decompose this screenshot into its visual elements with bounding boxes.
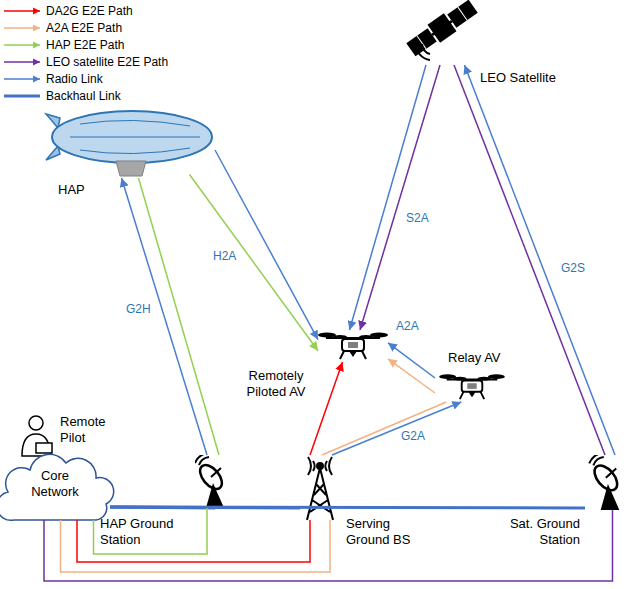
link-label: A2A (395, 320, 420, 334)
tower-icon (307, 457, 333, 520)
node-label: Core Network (20, 468, 90, 499)
node-label: Serving Ground BS (346, 516, 421, 547)
drone-node: Remotely Piloted AV (318, 330, 388, 362)
legend-sample (4, 21, 44, 35)
pilot-icon (22, 416, 52, 456)
drone-icon (318, 333, 388, 360)
node-label: Remote Pilot (60, 414, 108, 445)
legend-sample (4, 55, 44, 69)
drone-node: Relay AV (435, 372, 510, 402)
drone-icon (439, 374, 505, 399)
legend-text: LEO satellite E2E Path (46, 55, 168, 69)
legend-text: HAP E2E Path (46, 38, 125, 52)
radio-link (215, 150, 318, 340)
legend-text: Backhaul Link (46, 89, 121, 103)
legend-entry: Backhaul Link (4, 89, 204, 103)
legend-sample (4, 72, 44, 86)
backhaul-link (110, 507, 585, 508)
dish-icon (589, 453, 621, 510)
a2a-path (61, 520, 331, 572)
node-label: Relay AV (448, 350, 518, 366)
node-label: LEO Satellite (480, 70, 570, 86)
node-label: HAP (58, 182, 98, 198)
legend-entry: A2A E2E Path (4, 21, 204, 35)
hap-path (190, 175, 319, 351)
radio-link (122, 178, 208, 455)
leo-path (454, 65, 605, 455)
link-label: S2A (405, 212, 430, 226)
node-label: HAP Ground Station (100, 516, 182, 547)
da2g-path (77, 520, 310, 562)
legend-sample (4, 38, 44, 52)
radio-link (350, 65, 427, 330)
da2g-path (310, 362, 343, 455)
legend-entry: Radio Link (4, 72, 204, 86)
link-label: H2A (212, 250, 237, 264)
link-label: G2A (400, 430, 426, 444)
legend-entry: LEO satellite E2E Path (4, 55, 204, 69)
base-station-node: Serving Ground BS (300, 455, 340, 520)
legend-entry: DA2G E2E Path (4, 4, 204, 18)
link-label: G2S (560, 262, 586, 276)
radio-link (332, 402, 461, 455)
leo-path (44, 510, 613, 581)
link-label: G2H (125, 303, 152, 317)
leo-path (360, 65, 440, 330)
legend-text: A2A E2E Path (46, 21, 122, 35)
legend-entry: HAP E2E Path (4, 38, 204, 52)
pilot-node: Remote Pilot (20, 413, 56, 455)
ground-station-node: Sat. Ground Station (585, 455, 635, 510)
legend-sample (4, 4, 44, 18)
node-label: Sat. Ground Station (496, 516, 580, 547)
a2a-path (322, 402, 446, 455)
hap-node: HAP (45, 108, 215, 178)
cloud-node: Core Network (0, 455, 110, 520)
dish-icon (195, 453, 226, 508)
ground-station-node: HAP Ground Station (195, 455, 235, 508)
cloud-shape (0, 454, 114, 520)
legend-sample (4, 89, 44, 103)
legend-text: DA2G E2E Path (46, 4, 133, 18)
hap-path (94, 508, 208, 554)
node-label: Remotely Piloted AV (236, 368, 316, 399)
hap-airship (46, 111, 212, 176)
satellite-icon (405, 0, 480, 60)
hap-path (139, 178, 220, 455)
satellite-node: LEO Satellite (405, 5, 475, 65)
radio-link (388, 343, 435, 378)
radio-link (465, 65, 616, 455)
a2a-path (388, 359, 435, 393)
legend-text: Radio Link (46, 72, 103, 86)
